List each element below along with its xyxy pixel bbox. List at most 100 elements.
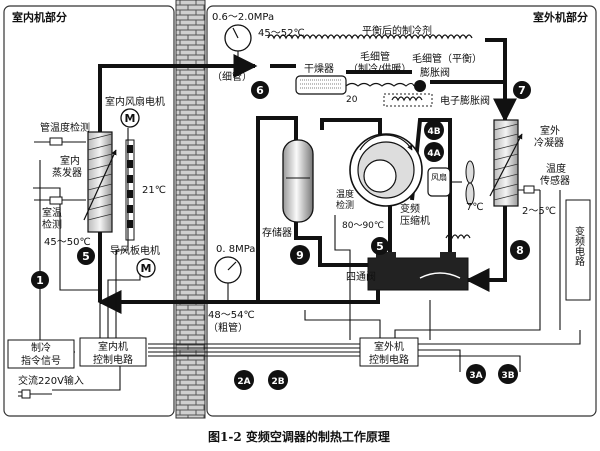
outdoor-temp-sensor: [518, 185, 540, 194]
svg-text:6: 6: [256, 84, 264, 97]
low-pressure-gauge: [214, 256, 242, 302]
outdoor-condenser: [489, 119, 523, 207]
svg-text:M: M: [125, 112, 136, 125]
electronic-expansion-valve: [383, 93, 433, 107]
marker-3b: 3B: [498, 364, 518, 384]
svg-text:5: 5: [82, 250, 90, 263]
svg-text:1: 1: [36, 274, 44, 287]
louver-motor-label: 导风板电机: [110, 244, 160, 257]
inverter-circuit-box: [565, 199, 591, 301]
outdoor-unit-frame: [206, 5, 597, 417]
thin-pipe-label: （细管）: [212, 70, 252, 83]
svg-text:M: M: [141, 262, 152, 275]
inverter-circuit-label: 变频电路: [573, 225, 585, 267]
indoor-controller-label-2: 控制电路: [93, 353, 133, 366]
capillary-valve: [345, 80, 426, 92]
high-temp-label: 45～52℃: [258, 28, 305, 39]
temp-detect-label-1: 温度: [336, 188, 354, 200]
room-temp-label-2: 检测: [42, 218, 62, 231]
outdoor-fan: [427, 160, 475, 206]
indoor-controller-label-1: 室内机: [98, 340, 128, 353]
power-plug-icon: [18, 389, 52, 399]
outdoor-controller-box: [359, 337, 419, 367]
command-label-2: 指令信号: [21, 354, 61, 367]
marker-6: 6: [251, 81, 269, 99]
indoor-air-temp: 21℃: [142, 185, 166, 196]
high-pressure-label: 0.6～2.0MPa: [212, 12, 274, 23]
high-pressure-gauge: [224, 24, 252, 66]
svg-text:5: 5: [376, 240, 384, 253]
temp-sensor-label-2: 传感器: [540, 174, 570, 187]
command-label-1: 制冷: [31, 341, 51, 354]
capillary-label-2: （制冷/供暖）: [348, 62, 411, 75]
brick-wall: [175, 0, 206, 419]
condenser-label-1: 室外: [540, 124, 560, 137]
marker-2a: 2A: [234, 370, 254, 390]
figure-caption: 图1-2 变频空调器的制热工作原理: [208, 429, 390, 444]
pipe-temp-sensor: [34, 137, 86, 146]
num-20: 20: [346, 95, 358, 105]
svg-text:2A: 2A: [237, 377, 250, 387]
evaporator-label-1: 室内: [60, 154, 80, 167]
accumulator-label: 存储器: [262, 226, 292, 239]
marker-8: 8: [510, 240, 530, 260]
svg-text:4A: 4A: [427, 149, 440, 159]
cooling-command-box: [7, 339, 75, 369]
low-pressure-label: 0. 8MPa: [216, 244, 255, 255]
indoor-fan-motor-label: 室内风扇电机: [105, 95, 165, 108]
accumulator: [282, 139, 314, 223]
room-temp-label-1: 室温: [42, 206, 62, 219]
signal-wires: [33, 128, 581, 391]
indoor-unit-frame: [3, 5, 175, 417]
discharge-temp: 80～90℃: [342, 221, 384, 231]
electronic-valve-label: 电子膨胀阀: [440, 94, 490, 107]
temp-detect-label-2: 检测: [336, 199, 354, 211]
marker-5-outdoor: 5: [371, 237, 389, 255]
condenser-label-2: 冷凝器: [534, 136, 564, 149]
marker-2b: 2B: [268, 370, 288, 390]
compressor-label-1: 变频: [400, 202, 420, 215]
fan-label: 风扇: [431, 172, 447, 182]
marker-3a: 3A: [466, 364, 486, 384]
coil-temp: 2～5℃: [522, 206, 556, 217]
indoor-fan-vanes: [125, 139, 135, 241]
indoor-unit-title: 室内机部分: [12, 10, 67, 24]
inverter-compressor: [349, 133, 423, 207]
evaporator-label-2: 蒸发器: [52, 166, 82, 179]
temp-sensor-label-1: 温度: [546, 162, 566, 175]
capillary-label-3: 膨胀阀: [420, 66, 450, 79]
four-way-valve: [367, 234, 471, 291]
outdoor-unit-title: 室外机部分: [533, 10, 588, 24]
svg-text:4B: 4B: [427, 127, 440, 137]
svg-text:3A: 3A: [469, 371, 482, 381]
dryer-label: 干燥器: [304, 63, 334, 75]
balanced-refrigerant-label: 平衡后的制冷剂: [362, 24, 432, 37]
room-temp-sensor: [34, 196, 86, 205]
svg-text:2B: 2B: [271, 377, 284, 387]
svg-text:3B: 3B: [501, 371, 514, 381]
louver-motor: M: [136, 258, 156, 278]
marker-4b: 4B: [424, 120, 444, 140]
indoor-controller-box: [79, 337, 147, 367]
capillary-balance-label: 毛细管（平衡）: [412, 52, 482, 65]
svg-text:9: 9: [296, 249, 304, 262]
evaporator-temp: 45～50℃: [44, 237, 91, 248]
power-input-label: 交流220V输入: [18, 374, 84, 387]
pipe-temp-label: 管温度检测: [40, 121, 90, 134]
marker-1: 1: [31, 271, 49, 289]
marker-7: 7: [513, 81, 531, 99]
marker-4a: 4A: [424, 142, 444, 162]
balance-coil: [267, 34, 473, 40]
outdoor-controller-label-1: 室外机: [374, 340, 404, 353]
svg-text:8: 8: [516, 244, 524, 257]
marker-5-indoor: 5: [77, 247, 95, 265]
low-temp-label: 48～54℃: [208, 310, 255, 321]
indoor-evaporator: [83, 131, 117, 233]
indoor-fan-motor: M: [120, 108, 140, 128]
outdoor-controller-label-2: 控制电路: [369, 353, 409, 366]
compressor-label-2: 压缩机: [400, 214, 430, 227]
dryer: [295, 75, 347, 95]
capillary-label-1: 毛细管: [360, 50, 390, 63]
svg-text:7: 7: [518, 84, 526, 97]
